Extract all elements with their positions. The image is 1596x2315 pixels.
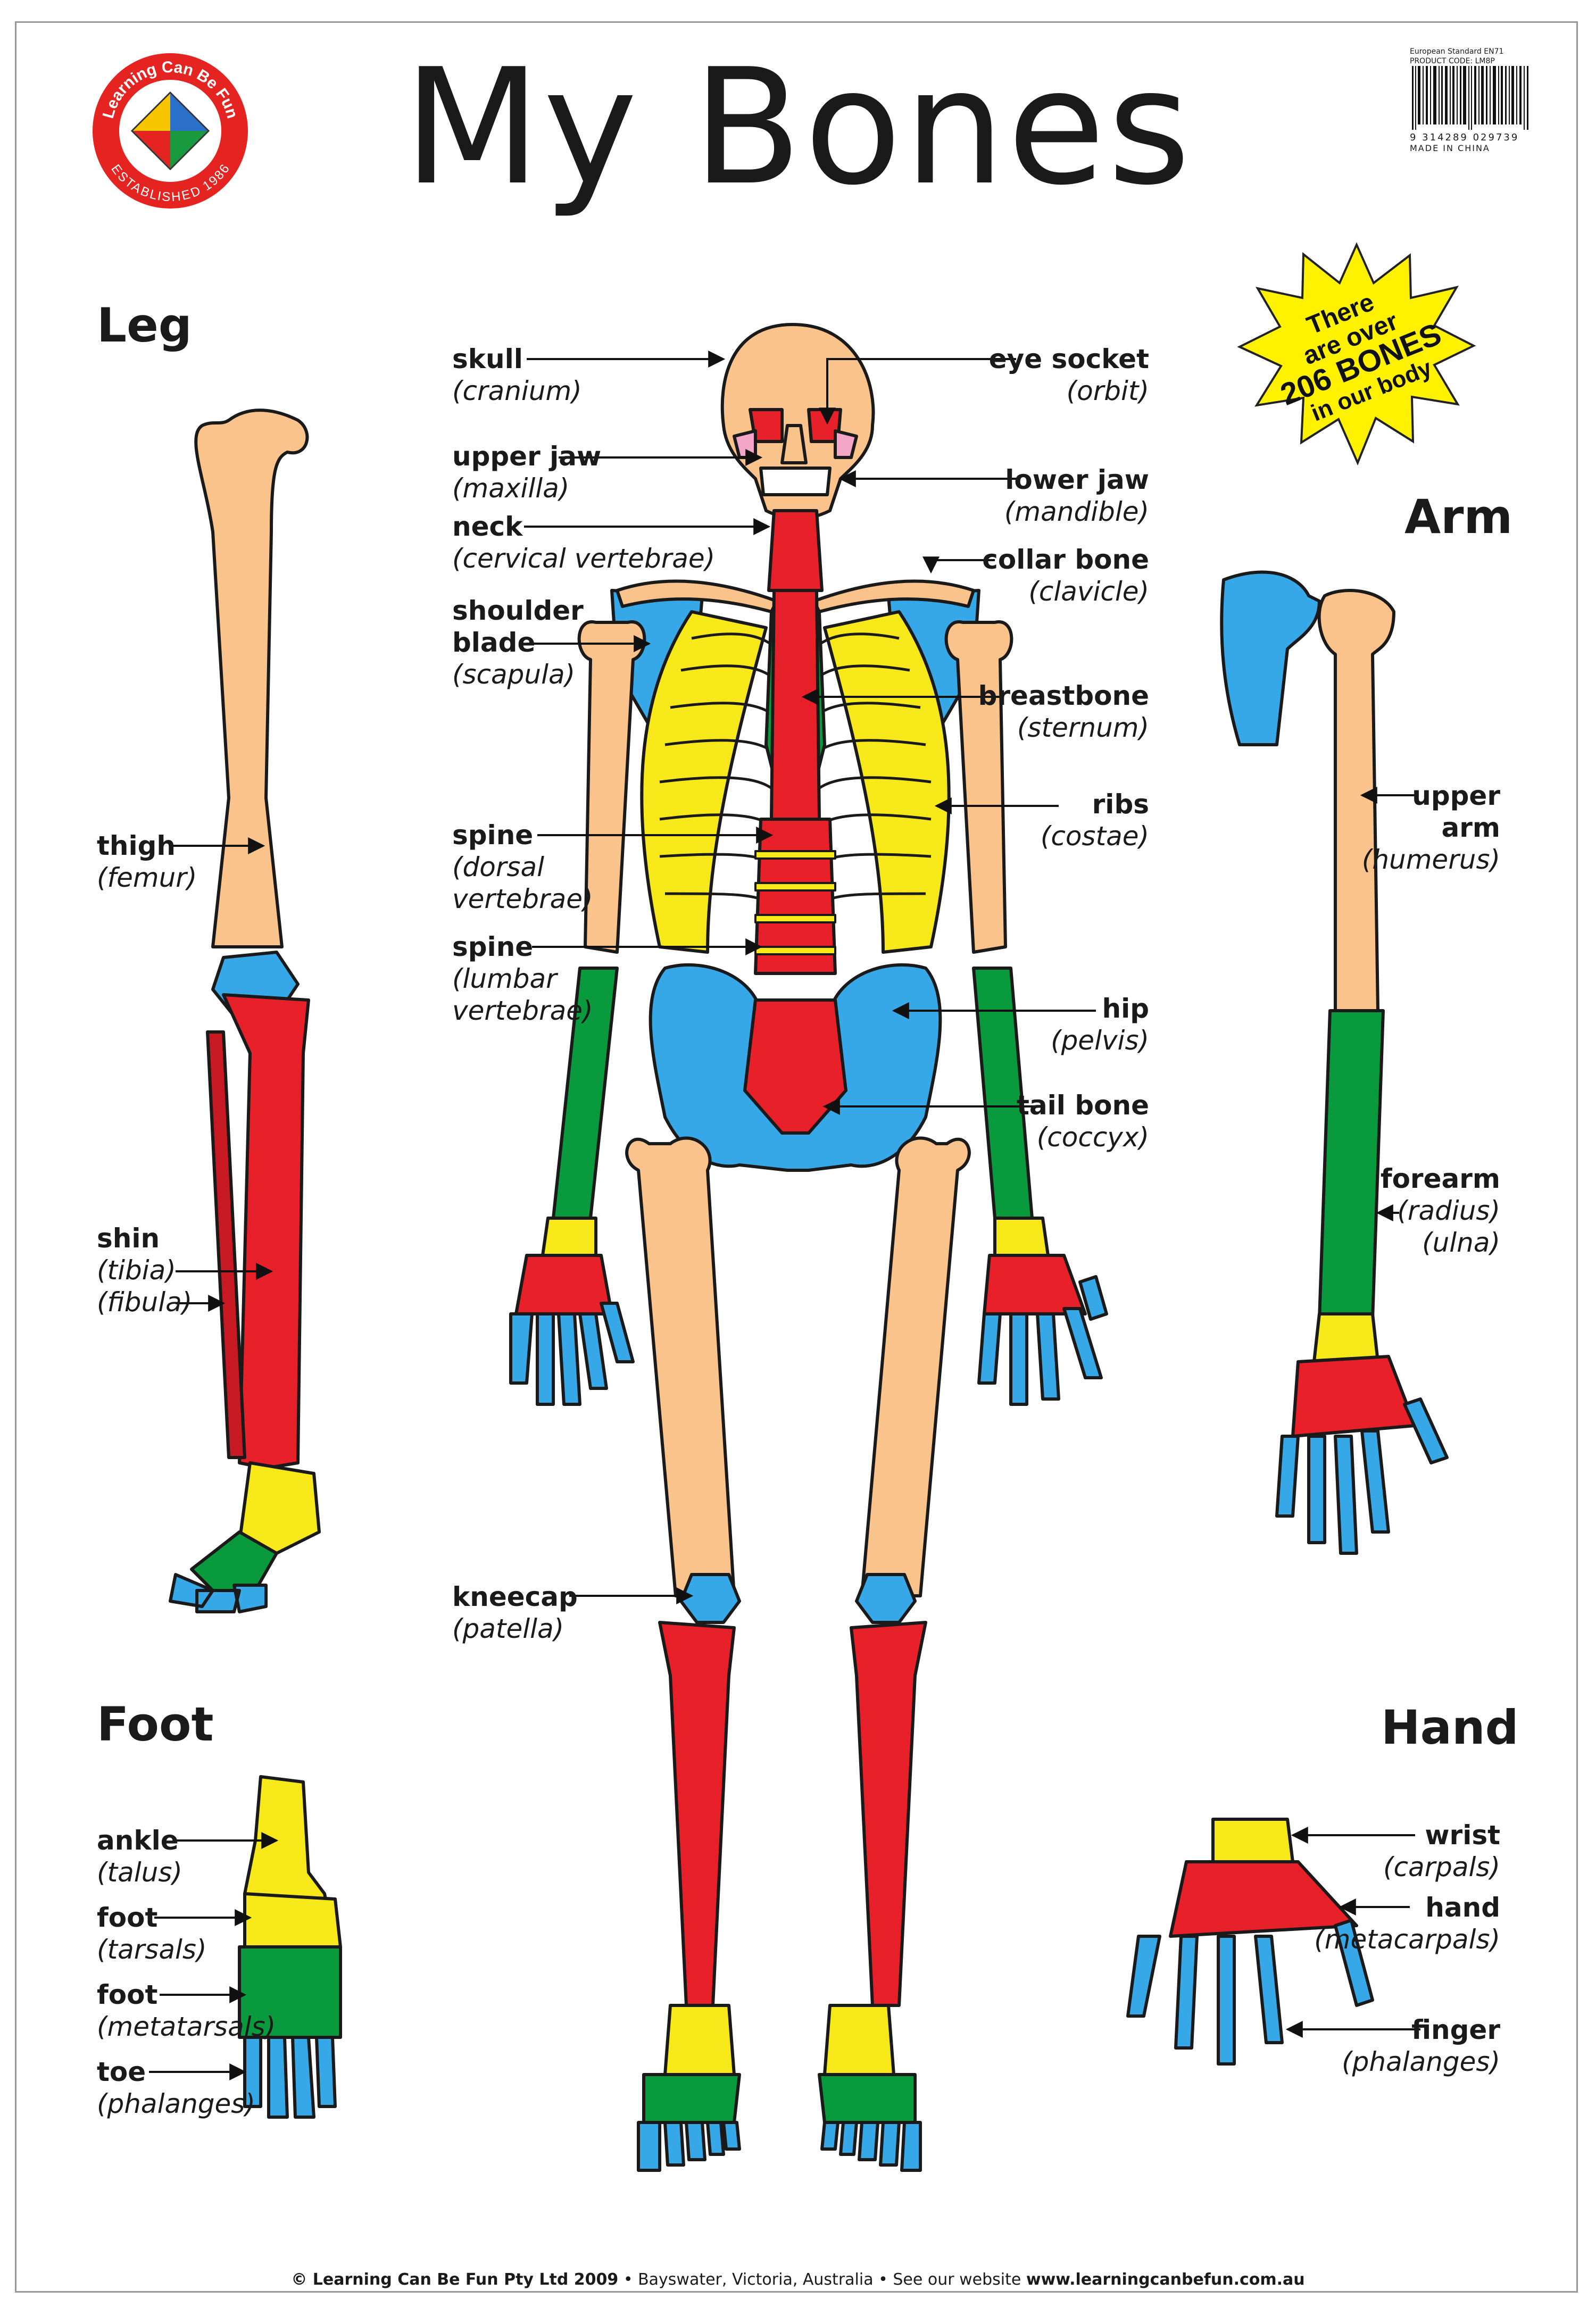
label-spine-dorsal: spine (dorsal vertebrae) [452,820,593,914]
footer-copyright: © Learning Can Be Fun Pty Ltd 2009 • Bay… [291,2270,1305,2289]
poster-border [15,21,1578,2293]
arm-radius-ulna [1318,1009,1385,1321]
femur-left [625,1136,736,1597]
barcode-bars [1412,66,1528,130]
metacarpals-right [983,1254,1087,1315]
arm-scapula [1220,570,1321,746]
hand-phalanges [1126,1919,1374,2066]
label-breastbone: breastbone (sternum) [978,680,1149,743]
leg-tarsals [238,1461,321,1555]
label-ribs: ribs (costae) [1040,789,1149,852]
label-hip: hip (pelvis) [1051,993,1149,1056]
clavicle-right [812,579,975,613]
leg-femur [194,409,309,948]
arm-carpals [1312,1312,1379,1363]
section-heading-foot: Foot [97,1697,214,1752]
tarsals-right [823,2004,895,2076]
skull-cheek-right [834,429,858,459]
section-heading-hand: Hand [1381,1700,1519,1755]
starburst-badge: There are over 206 BONES in our body [1237,242,1476,466]
arm-metacarpals [1291,1355,1417,1438]
label-kneecap: kneecap (patella) [452,1581,578,1644]
patella-left [679,1573,741,1624]
cervical-vertebrae [767,509,824,592]
label-lower-jaw: lower jaw (mandible) [1004,464,1149,527]
humerus-left [577,620,646,954]
phalanges-left [509,1302,635,1406]
tibia-fibula-left [658,1621,736,2007]
label-foot-metatarsals: foot (metatarsals) [97,1979,276,2042]
label-wrist: wrist (carpals) [1383,1820,1500,1883]
toes-right [820,2121,922,2172]
metatarsals-left [642,2073,741,2124]
label-upper-arm: upper arm (humerus) [1361,780,1500,875]
label-eye-socket: eye socket (orbit) [988,344,1149,406]
tibia-fibula-right [850,1621,927,2007]
hand-diagram [1126,1818,1374,2066]
femur-right [860,1136,971,1597]
hand-carpals [1211,1818,1294,1863]
label-thigh: thigh (femur) [97,830,197,893]
leg-fibula [206,1030,246,1459]
leg-tibia [222,993,310,1470]
skull-nose [780,424,808,464]
label-skull: skull (cranium) [452,344,582,406]
sacrum-coccyx [743,998,847,1135]
label-tail-bone: tail bone (coccyx) [1017,1090,1149,1153]
skull-cheek-left [733,429,757,459]
tarsals-left [663,2004,736,2076]
arm-diagram [1220,570,1449,1555]
label-finger: finger (phalanges) [1342,2014,1500,2077]
metatarsals-right [818,2073,917,2124]
skull-teeth [759,467,832,496]
label-ankle: ankle (talus) [97,1825,182,1888]
carpals-right [993,1217,1050,1257]
arm-humerus [1317,589,1395,1012]
arm-phalanges [1275,1397,1449,1555]
skeleton-diagram [509,323,1108,2172]
spine-dorsal [770,589,821,821]
hand-metacarpals [1169,1860,1358,1938]
label-spine-lumbar: spine (lumbar vertebrae) [452,931,593,1026]
carpals-left [541,1217,597,1257]
learning-can-be-fun-logo: Learning Can Be Fun ESTABLISHED 1986 [93,53,248,209]
foot-diagram [238,1775,342,2119]
foot-metatarsals [238,1945,342,2039]
label-shoulder-blade: shoulder blade (scapula) [452,595,584,690]
label-foot-tarsals: foot (tarsals) [97,1902,207,1965]
leg-diagram [169,409,321,1613]
label-upper-jaw: upper jaw (maxilla) [452,441,602,504]
label-toe: toe (phalanges) [97,2056,255,2119]
humerus-right [944,620,1013,954]
label-hand: hand (metacarpals) [1314,1892,1500,1955]
barcode: European Standard EN71 PRODUCT CODE: LM8… [1410,47,1532,164]
phalanges-right [977,1275,1108,1406]
foot-tarsals [243,1892,342,1954]
page-title: My Bones [403,35,1193,220]
label-neck: neck (cervical vertebrae) [452,511,716,574]
foot-phalanges [243,2036,337,2119]
section-heading-arm: Arm [1404,489,1513,544]
patella-right [855,1573,917,1624]
toes-left [637,2121,741,2172]
label-collar-bone: collar bone (clavicle) [982,544,1149,607]
leg-toes [169,1573,268,1613]
section-heading-leg: Leg [97,298,192,353]
label-forearm: forearm (radius) (ulna) [1380,1163,1500,1258]
metacarpals-left [514,1254,613,1315]
label-shin: shin (tibia) (fibula) [97,1223,193,1318]
